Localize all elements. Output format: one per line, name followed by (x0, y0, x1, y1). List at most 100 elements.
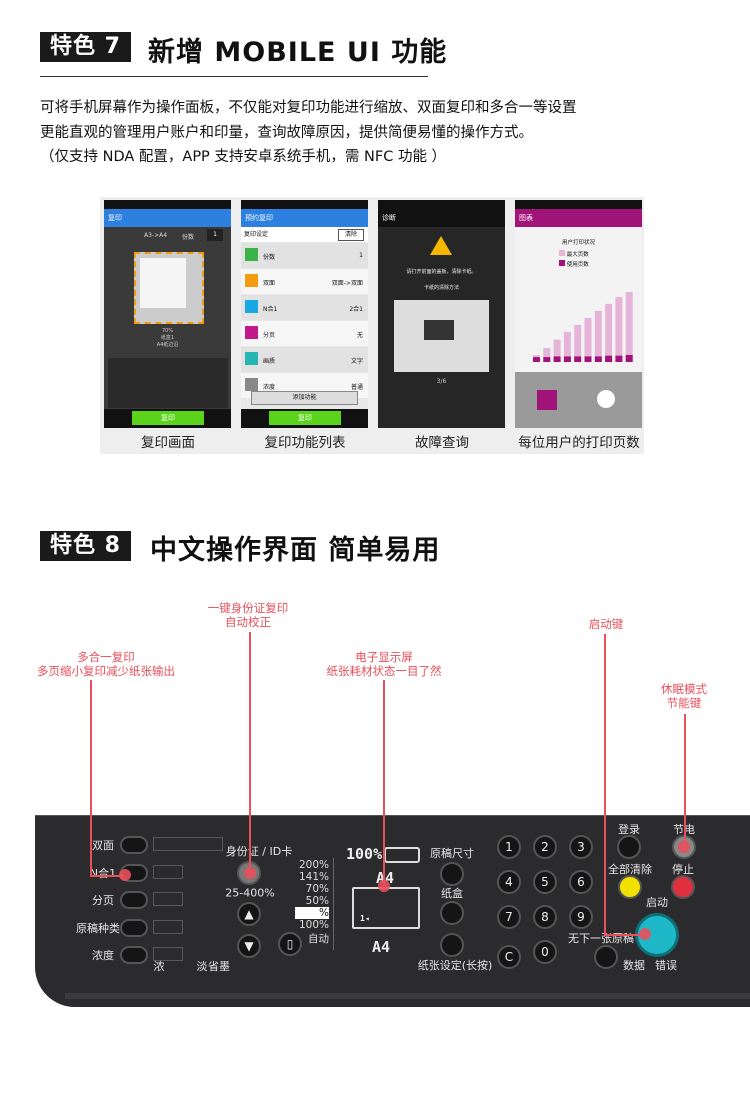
app-header: 图表 (515, 209, 642, 227)
section-label: 复印设定 (244, 231, 269, 238)
setting-icon (245, 352, 258, 365)
feature-7-badge: 特色 7 (40, 32, 131, 62)
pie-chart-icon[interactable] (597, 390, 615, 408)
clear-button[interactable]: 清除 (337, 229, 364, 241)
mode-indicator-icon (153, 947, 183, 961)
copies-label: 份数 (182, 234, 195, 241)
copy-preview (134, 252, 204, 324)
scan-button[interactable] (594, 945, 618, 969)
clear-all-button[interactable] (618, 875, 642, 899)
setting-name: 份数 (263, 254, 276, 261)
label-4: 浓度 (92, 949, 114, 962)
original-size-button[interactable] (440, 862, 464, 886)
used-pages-bar (574, 356, 582, 362)
ratio: A3->A4 (144, 232, 168, 239)
density-light-label: 淡 (196, 960, 208, 973)
app-header: 诊断 (378, 209, 505, 227)
key-8[interactable]: 8 (533, 905, 557, 929)
app-header: 复印 (104, 209, 231, 227)
annotation-nup: 多合一复印多页缩小复印减少纸张输出 (37, 650, 175, 678)
key-0[interactable]: 0 (533, 940, 557, 964)
toner-save-label: 省墨 (208, 960, 230, 973)
copy-button[interactable]: 复印 (132, 411, 204, 425)
density-dark-label: 浓 (153, 960, 165, 973)
setting-icon (245, 378, 258, 391)
error-indicator: 错误 (655, 959, 677, 972)
zoom-up-button[interactable]: ▲ (237, 902, 261, 926)
label-3: 原稿种类 (76, 922, 120, 935)
label-0: 双面 (92, 839, 114, 852)
mode-indicator-icon (153, 920, 183, 934)
key-C[interactable]: C (497, 945, 521, 969)
key-3[interactable]: 3 (569, 835, 593, 859)
zoom-preset: 自动 (308, 933, 329, 945)
zoom-down-button[interactable]: ▼ (237, 934, 261, 958)
feature-8-badge: 特色 8 (40, 531, 131, 561)
setting-value: 双面->双面 (331, 280, 363, 287)
zoom-preset: 200% (298, 859, 329, 871)
copy-button[interactable]: 复印 (269, 411, 341, 425)
bar-chart-icon[interactable] (537, 390, 557, 410)
key-2[interactable]: 2 (533, 835, 557, 859)
panel-button-0[interactable] (120, 836, 148, 854)
max-pages-bar (563, 331, 571, 362)
caption: 每位用户的打印页数 (518, 435, 640, 451)
setting-row[interactable]: 画质文字 (241, 347, 368, 372)
add-function-button[interactable]: 添加功能 (251, 391, 358, 405)
annotation-id-copy: 一键身份证复印自动校正 (207, 601, 289, 629)
warning-icon (430, 236, 452, 255)
key-7[interactable]: 7 (497, 905, 521, 929)
stop-button[interactable] (671, 875, 695, 899)
setting-row[interactable]: 分页无 (241, 321, 368, 346)
used-pages-bar (584, 356, 592, 362)
key-5[interactable]: 5 (533, 870, 557, 894)
used-pages-bar (594, 356, 602, 362)
zoom-preset: 70% (305, 883, 329, 895)
lcd-zoom: 100% (346, 845, 383, 863)
start-label: 启动 (646, 896, 668, 909)
zoom-preset: 141% (298, 871, 329, 883)
setting-value: 1 (359, 252, 363, 259)
login-button[interactable] (617, 835, 641, 859)
caption: 复印画面 (141, 435, 195, 451)
setting-row[interactable]: 双面双面->双面 (241, 269, 368, 294)
setting-icon (245, 248, 258, 261)
setting-icon (245, 300, 258, 313)
clear-all-label: 全部清除 (608, 863, 652, 876)
key-1[interactable]: 1 (497, 835, 521, 859)
key-9[interactable]: 9 (569, 905, 593, 929)
id-card-label: 身份证 / ID卡 (225, 845, 293, 858)
panel-button-4[interactable] (120, 946, 148, 964)
panel-button-3[interactable] (120, 919, 148, 937)
copies-value[interactable]: 1 (207, 229, 223, 241)
paper-setting-button[interactable] (440, 933, 464, 957)
lcd-tray: 1◂ (360, 914, 370, 923)
no-next-original-label: 无下一张原稿 (568, 932, 634, 945)
setting-value: 2合1 (349, 306, 363, 313)
setting-row[interactable]: 份数 1 (241, 243, 368, 268)
max-pages-bar (605, 303, 613, 362)
key-6[interactable]: 6 (569, 870, 593, 894)
panel-button-2[interactable] (120, 891, 148, 909)
login-label: 登录 (618, 823, 640, 836)
book-copy-button[interactable]: ▯ (278, 932, 302, 956)
used-pages-bar (563, 356, 571, 362)
used-pages-bar (543, 357, 551, 362)
setting-name: 浓度 (263, 384, 276, 391)
key-4[interactable]: 4 (497, 870, 521, 894)
stop-label: 停止 (672, 863, 694, 876)
divider (40, 76, 428, 77)
print-chart (533, 292, 633, 362)
app-header: 预约复印 (241, 209, 368, 227)
used-pages-bar (615, 355, 623, 362)
setting-icon (245, 326, 258, 339)
max-pages-bar (543, 348, 551, 362)
feature-7-description: 可将手机屏幕作为操作面板，不仅能对复印功能进行缩放、双面复印和多合一等设置 更能… (40, 96, 740, 170)
error-message: 请打开前面的盖板，清除卡纸。 (406, 269, 477, 275)
tray-button[interactable] (440, 901, 464, 925)
max-pages-bar (553, 339, 561, 362)
